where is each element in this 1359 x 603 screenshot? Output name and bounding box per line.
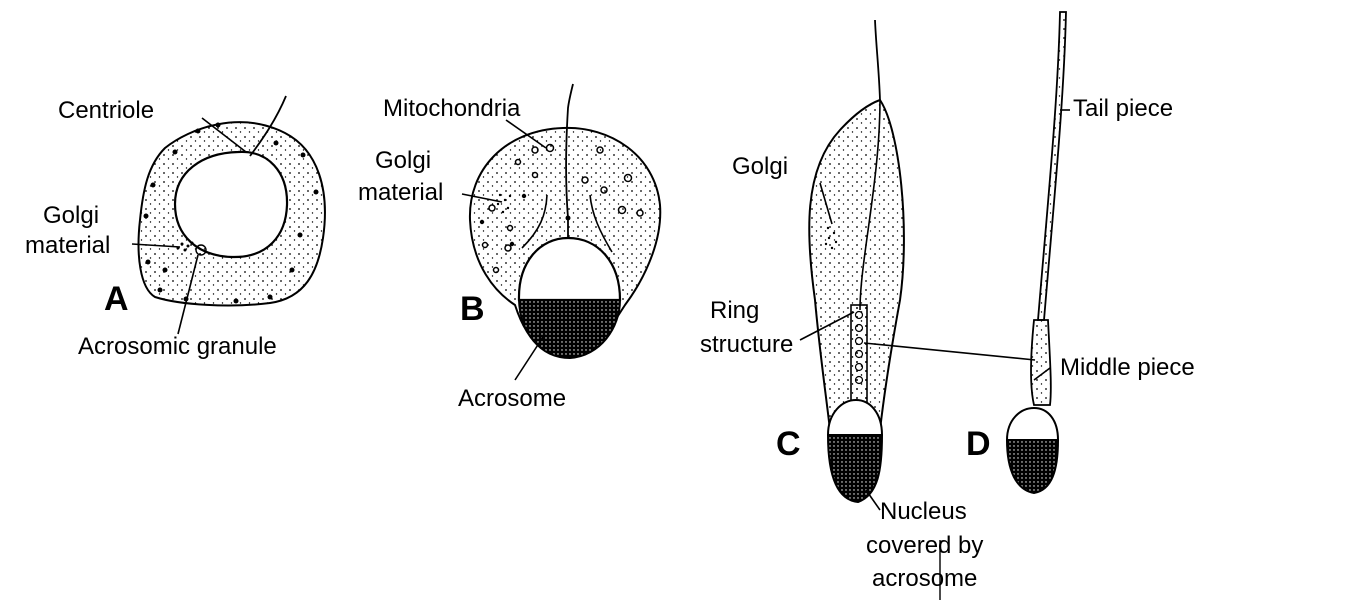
cell-c-flagellum bbox=[874, 19, 881, 101]
cell-c-acrosome bbox=[826, 434, 884, 504]
cell-c-cytoplasm bbox=[808, 98, 905, 431]
cell-b-acrosome bbox=[517, 299, 622, 360]
label-ring-line1: Ring bbox=[710, 297, 760, 324]
cell-d-nucleus bbox=[1005, 406, 1060, 441]
cell-c-nucleus bbox=[826, 398, 884, 436]
cell-b bbox=[461, 83, 662, 381]
label-golgi-a-line1: Golgi bbox=[43, 202, 100, 229]
cell-a-nucleus bbox=[173, 150, 289, 259]
cell-d-tail bbox=[1037, 11, 1067, 321]
cell-d bbox=[863, 11, 1070, 495]
cell-a bbox=[131, 95, 326, 335]
label-golgi-b-line2: material bbox=[358, 179, 444, 206]
label-centriole: Centriole bbox=[58, 97, 155, 124]
cell-c bbox=[799, 19, 941, 600]
label-golgi-a-line2: material bbox=[25, 232, 111, 259]
stage-letter-d: D bbox=[966, 425, 991, 463]
cell-a-granules bbox=[143, 122, 319, 304]
label-ring-line2: structure bbox=[700, 331, 794, 358]
label-golgi-b-line1: Golgi bbox=[375, 147, 432, 174]
label-nucleus-line1: Nucleus bbox=[880, 498, 967, 525]
cell-b-flagellum bbox=[565, 83, 574, 238]
label-nucleus-line3: acrosome bbox=[872, 565, 978, 592]
cell-c-golgi bbox=[824, 226, 838, 250]
cell-d-middle-piece bbox=[1030, 319, 1052, 406]
cell-b-nucleus bbox=[517, 236, 622, 302]
label-acrosomic-granule: Acrosomic granule bbox=[78, 333, 277, 360]
cell-c-middle-piece bbox=[850, 304, 868, 404]
stage-letter-a: A bbox=[104, 280, 129, 318]
label-nucleus-line2: covered by bbox=[866, 532, 984, 559]
cell-a-flagellum bbox=[249, 95, 287, 157]
cell-d-acrosome bbox=[1005, 439, 1060, 495]
stage-letter-c: C bbox=[776, 425, 801, 463]
label-golgi-c: Golgi bbox=[732, 153, 789, 180]
label-mitochondria: Mitochondria bbox=[383, 95, 521, 122]
stage-letter-b: B bbox=[460, 290, 485, 328]
cell-a-acrosomic-granule bbox=[195, 244, 207, 256]
label-middle-piece: Middle piece bbox=[1060, 354, 1195, 381]
label-acrosome: Acrosome bbox=[458, 385, 567, 412]
cell-b-golgi bbox=[496, 193, 512, 214]
label-tail-piece: Tail piece bbox=[1073, 95, 1174, 122]
cell-b-mitochondria bbox=[481, 143, 644, 274]
